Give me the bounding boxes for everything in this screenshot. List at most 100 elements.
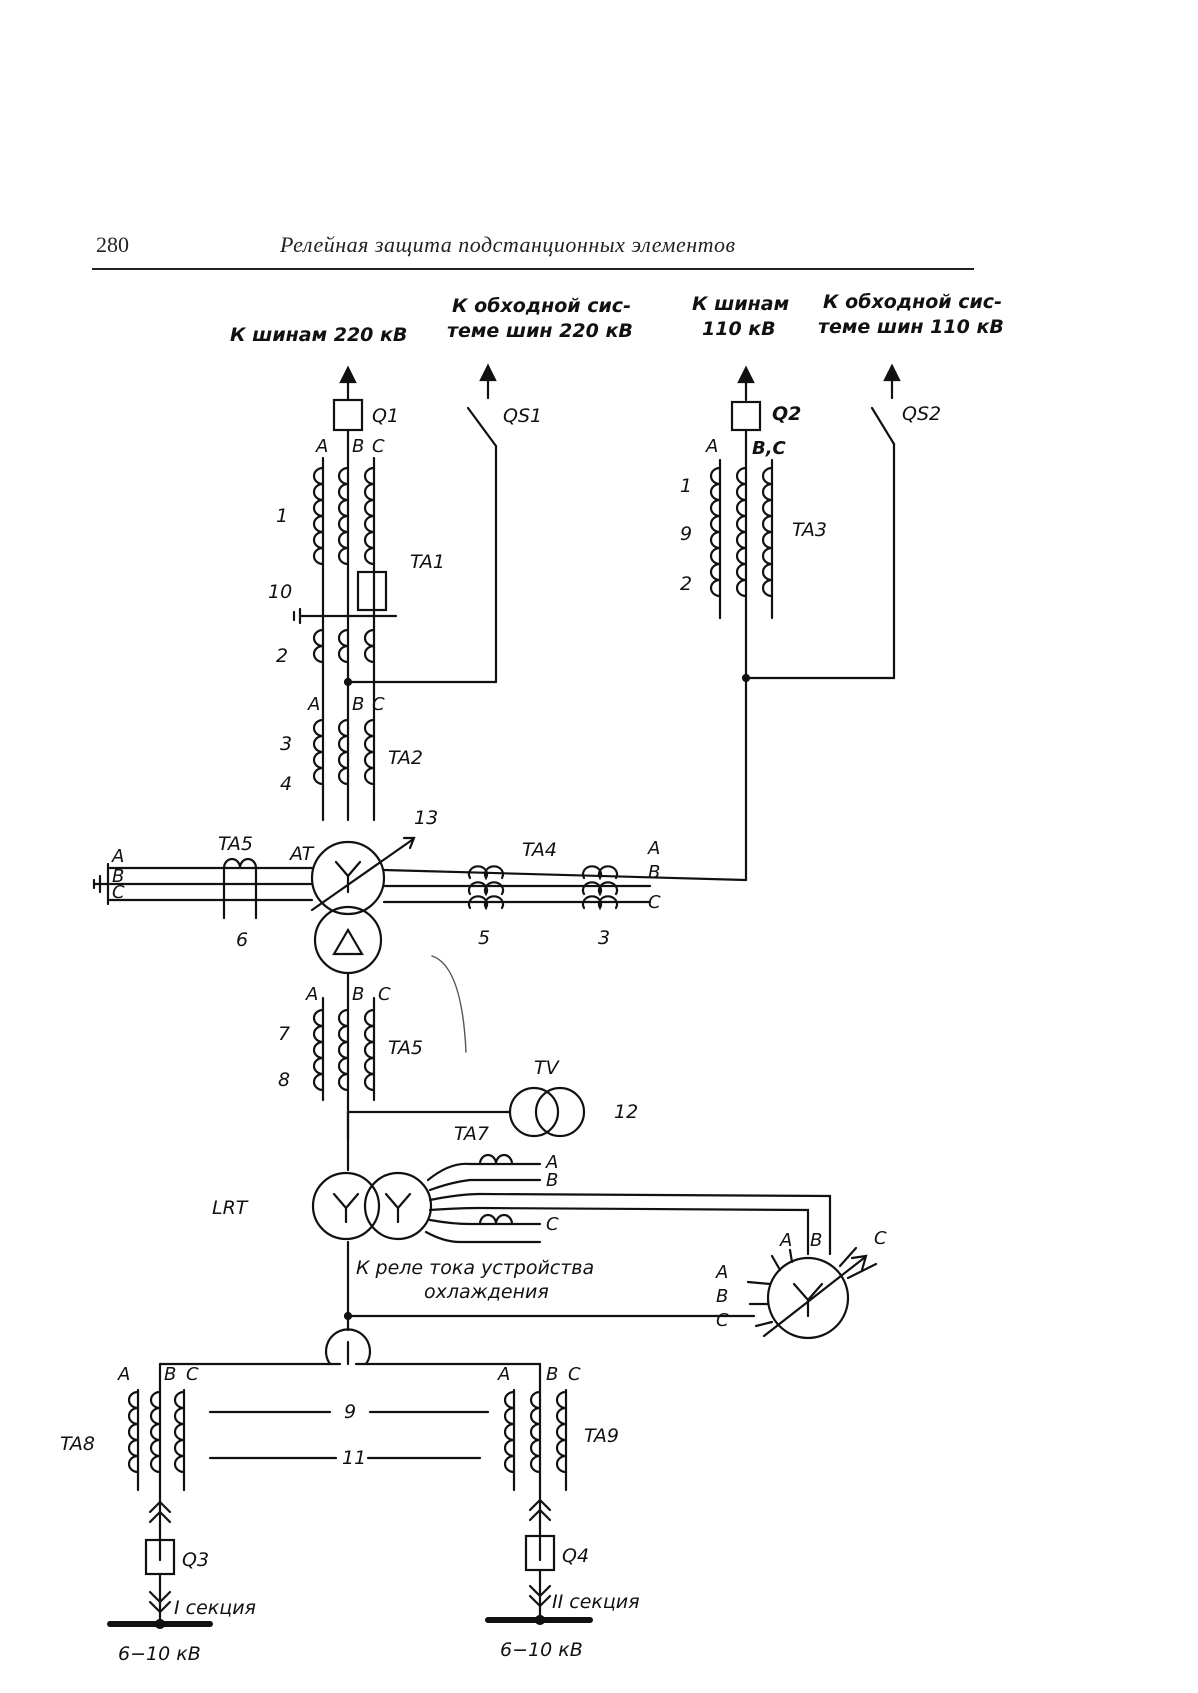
label-phase-a: A — [715, 1262, 728, 1283]
label-phase-a: A — [111, 846, 124, 867]
label-9-leader: 9 — [344, 1401, 356, 1423]
page-number: 280 — [96, 232, 129, 257]
label-phase-a: A — [117, 1364, 130, 1385]
label-13: 13 — [414, 807, 438, 829]
arrow-up-icon — [479, 363, 497, 400]
label-1-ta1: 1 — [276, 505, 288, 527]
label-phase-a: A — [705, 436, 718, 457]
label-phase-b: B — [352, 436, 364, 457]
label-3-ta4: 3 — [598, 927, 610, 949]
label-qs1: QS1 — [503, 405, 542, 427]
label-2-ta1: 2 — [276, 645, 288, 667]
regulating-transformer-lrt — [311, 1171, 433, 1241]
bypass110-caption-1: К обходной сис- — [823, 291, 1002, 313]
label-ta3: TA3 — [792, 519, 827, 541]
label-phase-c: C — [874, 1228, 887, 1249]
label-tv: TV — [534, 1057, 561, 1079]
label-qs2: QS2 — [902, 403, 941, 425]
label-phase-a: A — [307, 694, 320, 715]
label-phase-a: A — [647, 838, 660, 859]
label-phase-c: C — [568, 1364, 581, 1385]
label-phase-b: B — [546, 1170, 558, 1191]
section2-label: II секция — [552, 1591, 640, 1613]
arrow-up-icon — [339, 365, 357, 402]
label-ta5-neutral: TA5 — [218, 833, 253, 855]
label-q4: Q4 — [562, 1545, 589, 1567]
ta4-coils — [467, 865, 619, 911]
label-phase-b: B — [810, 1230, 822, 1251]
relay-caption-2: охлаждения — [424, 1281, 549, 1303]
label-10: 10 — [268, 581, 292, 603]
label-5: 5 — [478, 927, 490, 949]
ta9-coils — [503, 1390, 568, 1474]
running-title: Релейная защита подстанционных элементов — [280, 232, 736, 257]
label-phase-b: B — [352, 984, 364, 1005]
label-phase-c: C — [372, 694, 385, 715]
ta5-low-coils — [312, 1008, 376, 1092]
label-8: 8 — [278, 1069, 290, 1091]
running-head: 280 Релейная защита подстанционных элеме… — [92, 228, 974, 270]
label-ta8: TA8 — [60, 1433, 95, 1455]
label-phase-b: B — [164, 1364, 176, 1385]
split-reactor — [324, 1328, 372, 1366]
label-3-ta2: 3 — [280, 733, 292, 755]
label-phase-b: B — [546, 1364, 558, 1385]
plug-connector-icon — [528, 1498, 552, 1522]
disconnector-qs1 — [466, 406, 498, 448]
regulator-unit — [746, 1246, 878, 1340]
breaker-q2 — [730, 400, 762, 432]
ta8-coils — [127, 1390, 186, 1474]
bypass220-caption-2: теме шин 220 кВ — [447, 320, 633, 342]
label-9-ta3: 9 — [680, 523, 692, 545]
label-phase-b: B — [716, 1286, 728, 1307]
label-phase-b: B — [648, 862, 660, 883]
bypass110-caption-2: теме шин 110 кВ — [818, 316, 1004, 338]
label-phase-c: C — [112, 882, 125, 903]
label-at: AT — [288, 843, 315, 865]
label-2-ta3: 2 — [680, 573, 692, 595]
label-4-ta2: 4 — [280, 773, 292, 795]
label-phase-a: A — [779, 1230, 792, 1251]
bypass220-caption-1: К обходной сис- — [452, 295, 631, 317]
section1-voltage: 6−10 кВ — [118, 1643, 201, 1665]
label-q2: Q2 — [772, 403, 801, 425]
section2-voltage: 6−10 кВ — [500, 1639, 583, 1661]
label-ta7: TA7 — [454, 1123, 489, 1145]
label-phase-a: A — [315, 436, 328, 457]
arrow-up-icon — [737, 365, 755, 402]
label-phase-a: A — [497, 1364, 510, 1385]
label-ta1: TA1 — [410, 551, 445, 573]
section1-label: I секция — [174, 1597, 256, 1619]
label-phase-c: C — [546, 1214, 559, 1235]
disconnector-qs2 — [870, 406, 896, 446]
label-phase-c: C — [186, 1364, 199, 1385]
label-phase-b: B — [352, 694, 364, 715]
relay-caption-1: К реле тока устройства — [356, 1257, 594, 1279]
arrow-up-icon — [883, 363, 901, 400]
label-lrt: LRT — [212, 1197, 249, 1219]
ta5-neutral-coils — [222, 857, 258, 920]
label-phase-c: C — [372, 436, 385, 457]
ta2-coils — [312, 718, 376, 786]
label-ta9: TA9 — [584, 1425, 619, 1447]
label-ta5-low: TA5 — [388, 1037, 423, 1059]
label-q3: Q3 — [182, 1549, 209, 1571]
label-ta4: TA4 — [522, 839, 557, 861]
ta3-coils — [709, 466, 774, 598]
label-phase-b: B — [112, 866, 124, 887]
label-phase-a: A — [305, 984, 318, 1005]
label-phase-a: A — [545, 1152, 558, 1173]
breaker-q1 — [332, 398, 364, 432]
label-q1: Q1 — [372, 405, 399, 427]
pencil-mark — [431, 955, 467, 1053]
label-11: 11 — [342, 1447, 366, 1469]
plug-connector-icon — [148, 1590, 172, 1614]
label-phase-c: C — [378, 984, 391, 1005]
label-phase-c: C — [716, 1310, 729, 1331]
plug-connector-icon — [528, 1584, 552, 1608]
ta7-leads — [424, 1153, 832, 1256]
label-12: 12 — [614, 1101, 638, 1123]
bus110-caption-2: 110 кВ — [702, 318, 776, 340]
label-1-ta3: 1 — [680, 475, 692, 497]
